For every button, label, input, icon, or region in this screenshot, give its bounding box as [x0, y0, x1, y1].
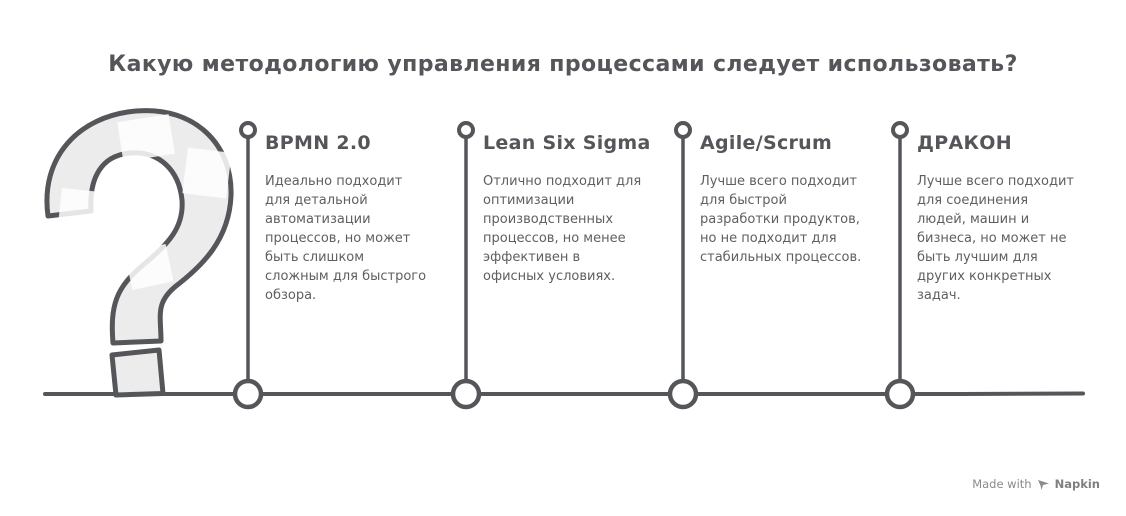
diagram-title: Какую методологию управления процессами … [108, 52, 1018, 77]
timeline-node [232, 378, 264, 410]
timeline-nodes [232, 378, 916, 410]
stem-top-pin [457, 121, 475, 139]
column-agile-scrum: Agile/Scrum Лучше всего подходит для быс… [700, 132, 862, 267]
column-description: Отлично подходит для оптимизации произво… [483, 174, 642, 284]
column-lean-six-sigma: Lean Six Sigma Отлично подходит для опти… [483, 132, 651, 286]
column-title: BPMN 2.0 [265, 132, 371, 154]
column-description: Идеально подходит для детальной автомати… [265, 174, 427, 303]
column-stems [246, 135, 902, 384]
column-drakon: ДРАКОН Лучше всего подходит для соединен… [917, 132, 1079, 305]
stem-top-pins [239, 121, 909, 139]
column-title: ДРАКОН [917, 132, 1012, 154]
column-title: Agile/Scrum [700, 132, 833, 154]
question-mark-shape [44, 108, 234, 346]
stem-top-pin [891, 121, 909, 139]
timeline-node [450, 378, 482, 410]
timeline-node [884, 378, 916, 410]
stem-top-pin [239, 121, 257, 139]
timeline-baseline [43, 391, 1085, 397]
napkin-logo-icon [1037, 479, 1049, 490]
watermark-made-with-label: Made with [972, 477, 1032, 491]
question-mark-dot [109, 347, 166, 398]
question-mark-paper-patches [58, 114, 232, 290]
stem-top-pin [674, 121, 692, 139]
column-description: Лучше всего подходит для соединения люде… [917, 174, 1074, 303]
watermark-brand-label: Napkin [1054, 477, 1100, 491]
column-bpmn: BPMN 2.0 Идеально подходит для детальной… [265, 132, 427, 305]
napkin-watermark[interactable]: Made with Napkin [972, 477, 1100, 491]
timeline-node [667, 378, 699, 410]
column-title: Lean Six Sigma [483, 132, 651, 154]
column-description: Лучше всего подходит для быстрой разрабо… [700, 174, 862, 265]
